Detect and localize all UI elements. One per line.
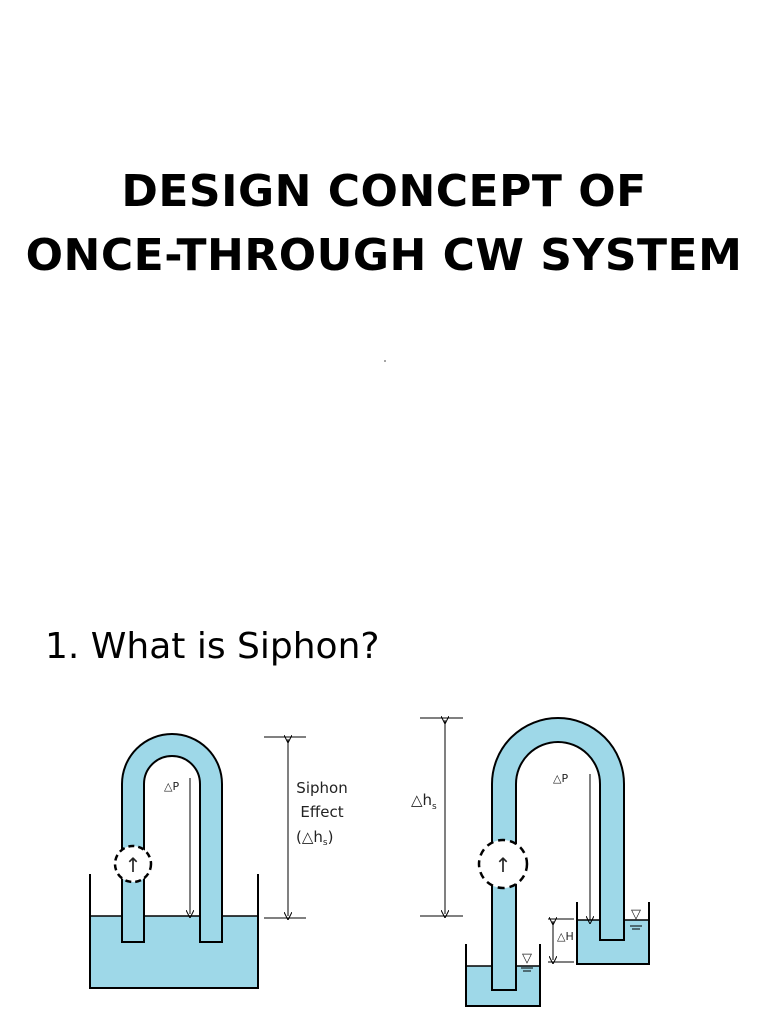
right-dp-label: △P	[553, 772, 568, 785]
right-siphon-diagram: △P ↑ △hs △H ▽ ▽	[411, 717, 650, 1007]
siphon-effect-line1: Siphon	[296, 779, 347, 797]
right-dhs-label: △hs	[411, 791, 437, 812]
title-line-2: ONCE-THROUGH CW SYSTEM	[25, 230, 743, 281]
left-pump-icon	[113, 844, 153, 884]
decorative-dot	[384, 360, 386, 362]
svg-text:▽: ▽	[631, 907, 641, 922]
siphon-effect-line3: (△hs)	[296, 828, 333, 848]
upper-water-level-icon: ▽	[630, 907, 642, 930]
right-siphon-tube	[491, 717, 625, 991]
title-line-1: DESIGN CONCEPT OF	[121, 166, 647, 217]
left-siphon-diagram: △P ↑ Siphon Effect (△hs)	[89, 733, 348, 989]
right-dH-label: △H	[557, 930, 574, 943]
lower-water-level-icon: ▽	[521, 951, 533, 972]
siphon-diagrams: △P ↑ Siphon Effect (△hs) △P ↑	[89, 700, 650, 1007]
right-pump-icon	[477, 838, 529, 890]
slide-title: DESIGN CONCEPT OF ONCE-THROUGH CW SYSTEM	[0, 160, 768, 288]
svg-text:▽: ▽	[522, 951, 532, 966]
left-pump-arrow-icon: ↑	[125, 853, 142, 877]
left-tank-outline	[89, 874, 259, 989]
left-dp-label: △P	[164, 780, 179, 793]
siphon-effect-line2: Effect	[300, 803, 343, 821]
right-pump-arrow-icon: ↑	[495, 853, 512, 877]
section-heading: 1. What is Siphon?	[45, 626, 380, 667]
left-siphon-tube	[121, 733, 223, 943]
